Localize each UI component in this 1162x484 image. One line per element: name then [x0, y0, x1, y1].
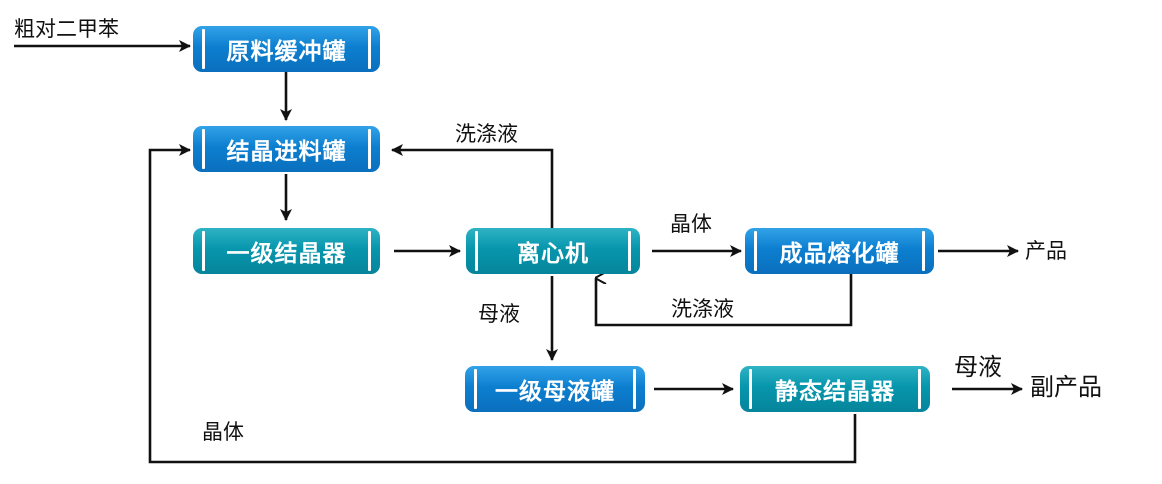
wash-return-arrow: [391, 144, 554, 228]
wash-liquid-bottom-label: 洗涤液: [671, 297, 734, 321]
mother-liquor-out-label: 母液: [954, 353, 1002, 381]
byproduct-label: 副产品: [1030, 373, 1102, 401]
primary-crystallizer-node: 一级结晶器: [193, 228, 380, 274]
wash-liquid-top-label: 洗涤液: [455, 122, 518, 146]
primary-mother-liquor-tank-node: 一级母液罐: [465, 366, 645, 412]
feed-input-label: 粗对二甲苯: [14, 17, 119, 41]
product-melting-tank-node: 成品熔化罐: [745, 228, 934, 274]
mother-liquor-left-label: 母液: [478, 302, 520, 326]
crystallization-feed-tank-node: 结晶进料罐: [193, 126, 380, 172]
crystal-to-melt-label: 晶体: [670, 212, 712, 236]
raw-buffer-tank-node: 原料缓冲罐: [193, 26, 380, 72]
crystal-recycle-label: 晶体: [202, 420, 244, 444]
melt-wash-return-arrow: [594, 274, 853, 327]
product-label: 产品: [1025, 239, 1067, 263]
crystal-recycle-arrow: [148, 144, 857, 464]
centrifuge-node: 离心机: [466, 228, 640, 274]
static-crystallizer-node: 静态结晶器: [740, 366, 930, 412]
